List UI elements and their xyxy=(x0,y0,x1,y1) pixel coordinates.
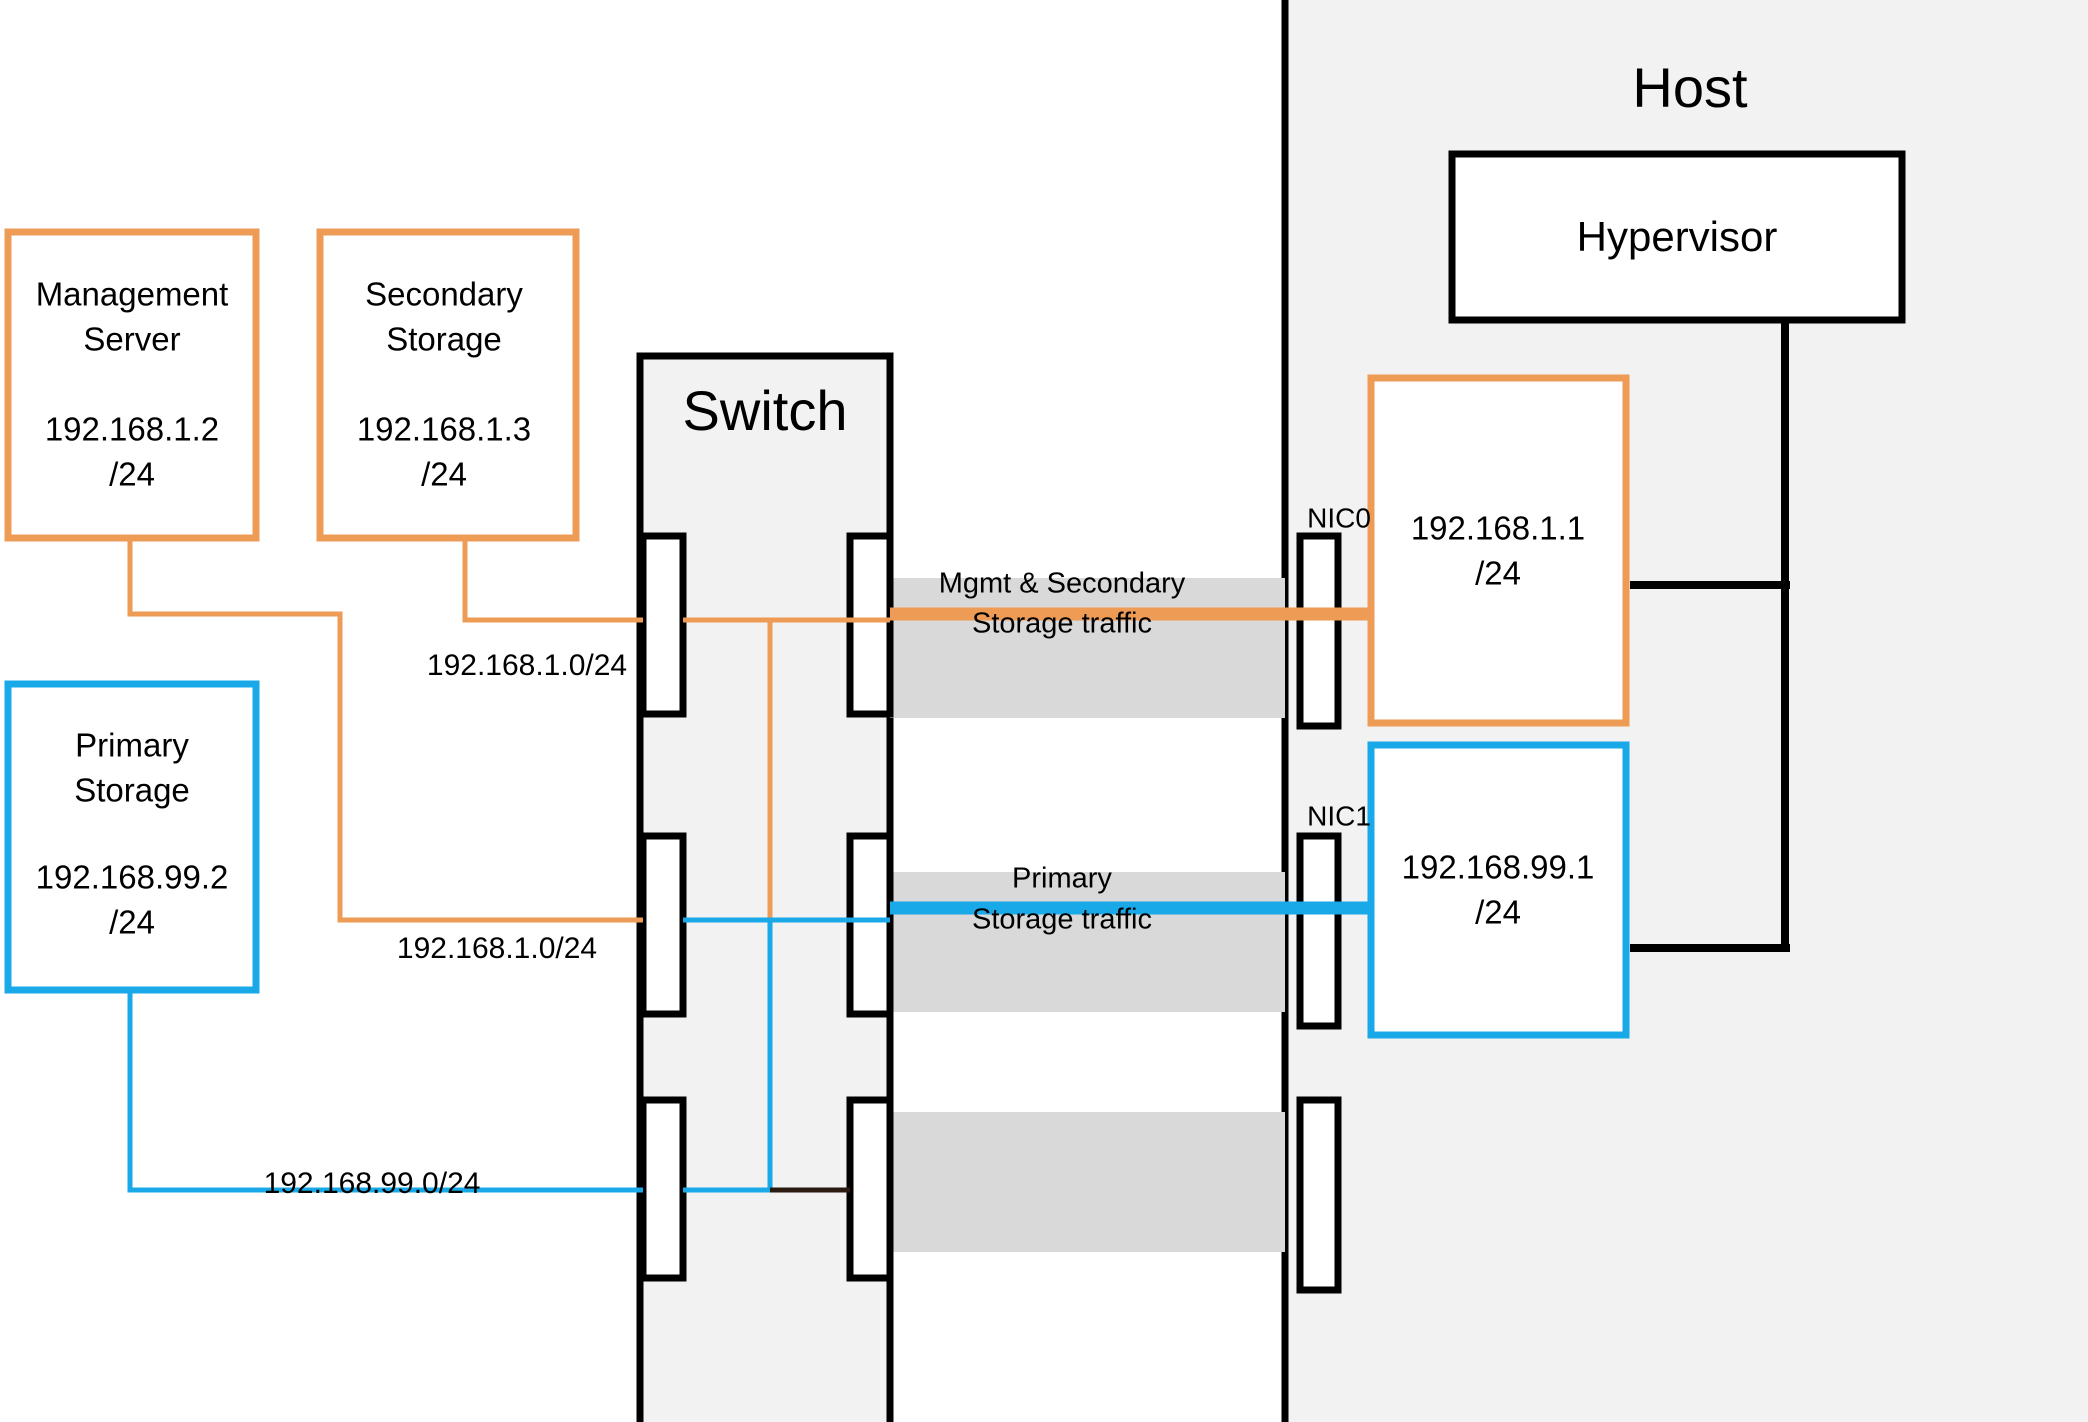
management-server-ip-line1: 192.168.1.2 xyxy=(45,411,219,448)
nic0-label: NIC0 xyxy=(1307,502,1371,533)
switch-port-left-2[interactable] xyxy=(639,832,687,1018)
host-nic1-port[interactable] xyxy=(1296,832,1342,1030)
secondary-storage-name-line1: Secondary xyxy=(365,276,523,313)
nic0-ip-line1: 192.168.1.1 xyxy=(1411,510,1585,547)
management-server-box[interactable] xyxy=(4,228,260,542)
nic1-ip-line1: 192.168.99.1 xyxy=(1402,849,1595,886)
traffic-band-unlabeled xyxy=(890,1112,1285,1252)
switch-port-right-1[interactable] xyxy=(846,532,894,718)
primary-storage-name-line1: Primary xyxy=(75,727,189,764)
secondary-storage-box[interactable] xyxy=(316,228,580,542)
host-nic0-port[interactable] xyxy=(1296,532,1342,730)
secondary-storage-ip-line2: /24 xyxy=(421,456,467,493)
link-mgmt-server-to-switch xyxy=(127,538,643,923)
switch-port-left-1[interactable] xyxy=(639,532,687,718)
secondary-storage-name-line2: Storage xyxy=(386,321,502,358)
secondary-storage-ip-line1: 192.168.1.3 xyxy=(357,411,531,448)
nic0-address-box[interactable] xyxy=(1367,374,1630,727)
nic0-ip-line2: /24 xyxy=(1475,555,1521,592)
traffic-band-primary xyxy=(890,872,1285,1012)
primary-storage-ip-line2: /24 xyxy=(109,904,155,941)
switch-port-right-3[interactable] xyxy=(846,1096,894,1282)
link-secondary-storage-to-switch xyxy=(462,538,643,623)
switch-port-right-2[interactable] xyxy=(846,832,894,1018)
management-server-name-line1: Management xyxy=(36,276,229,313)
nic1-address-box[interactable] xyxy=(1367,741,1630,1039)
band-mgmt-secondary-label-line2: Storage traffic xyxy=(972,608,1152,640)
nic1-ip-line2: /24 xyxy=(1475,894,1521,931)
primary-storage-box[interactable] xyxy=(4,680,260,994)
hypervisor-box[interactable] xyxy=(1448,150,1906,324)
switch-label: Switch xyxy=(683,379,848,442)
link-label-secondary-subnet: 192.168.1.0/24 xyxy=(397,932,597,965)
band-primary-label-line1: Primary xyxy=(1012,863,1112,895)
band-primary-label-line2: Storage traffic xyxy=(972,904,1152,936)
switch-internal-bus-blue xyxy=(683,917,773,1193)
link-primary-storage-to-switch xyxy=(127,990,643,1193)
hypervisor-label: Hypervisor xyxy=(1577,213,1778,260)
band-mgmt-secondary-label-line1: Mgmt & Secondary xyxy=(939,568,1186,600)
switch-port-left-3[interactable] xyxy=(639,1096,687,1282)
management-server-name-line2: Server xyxy=(83,321,180,358)
host-label: Host xyxy=(1632,56,1748,119)
nic1-label: NIC1 xyxy=(1307,800,1371,831)
primary-storage-ip-line1: 192.168.99.2 xyxy=(36,859,229,896)
traffic-band-mgmt-secondary xyxy=(890,578,1285,718)
host-nic2-port[interactable] xyxy=(1296,1096,1342,1294)
management-server-ip-line2: /24 xyxy=(109,456,155,493)
primary-storage-name-line2: Storage xyxy=(74,772,190,809)
link-label-primary-subnet: 192.168.99.0/24 xyxy=(264,1167,481,1200)
link-label-mgmt-subnet: 192.168.1.0/24 xyxy=(427,649,627,682)
